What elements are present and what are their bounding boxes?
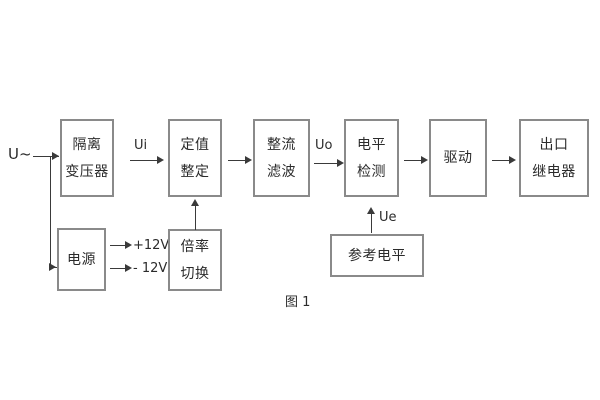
signal-label-ui: Ui <box>134 138 148 153</box>
block-setpoint-adjust: 定值 整定 <box>168 119 222 197</box>
block-isolation-transformer: 隔离 变压器 <box>60 119 114 197</box>
block-rectify-filter: 整流 滤波 <box>253 119 310 197</box>
block-line: 继电器 <box>532 163 576 180</box>
block-line: 倍率 <box>180 238 210 255</box>
block-line: 电平 <box>357 136 386 153</box>
block-level-detect: 电平 检测 <box>344 119 399 197</box>
connector-driver-to-relay <box>492 160 510 161</box>
connector-input-stub <box>33 156 50 157</box>
connector-reference-to-level <box>371 213 372 233</box>
signal-label-uo: Uo <box>315 138 333 153</box>
arrowhead-rail-negative <box>125 263 132 272</box>
arrowhead-driver-to-relay <box>509 155 516 164</box>
input-label-u-ac: U~ <box>8 145 32 163</box>
block-line: 整流 <box>267 136 296 153</box>
connector-level-to-driver <box>404 160 422 161</box>
figure-caption: 图 1 <box>285 295 311 310</box>
arrowhead-transformer-to-setpoint <box>157 155 164 164</box>
arrowhead-input-to-power <box>49 262 56 271</box>
block-line: 出口 <box>539 136 569 153</box>
block-line: 隔离 <box>72 136 102 153</box>
block-line: 检测 <box>357 163 386 180</box>
block-power-supply: 电源 <box>57 228 106 291</box>
arrowhead-rectify-to-level <box>337 158 344 167</box>
connector-input-riser <box>50 156 51 267</box>
connector-setpoint-to-rectify <box>228 160 246 161</box>
block-line: 驱动 <box>443 150 473 166</box>
arrowhead-rail-positive <box>125 240 132 249</box>
signal-label-ue: Ue <box>379 210 397 225</box>
rail-label-negative: - 12V <box>133 261 168 276</box>
arrowhead-input-to-transformer <box>52 151 59 160</box>
arrowhead-reference-to-level <box>366 207 375 214</box>
connector-rectify-to-level <box>314 163 338 164</box>
arrowhead-setpoint-to-rectify <box>245 155 252 164</box>
block-line: 变压器 <box>65 163 109 180</box>
arrowhead-level-to-driver <box>421 155 428 164</box>
block-line: 参考电平 <box>348 247 406 264</box>
rail-label-positive: +12V <box>133 238 170 253</box>
connector-rail-positive <box>110 245 128 246</box>
connector-multiplier-to-setpoint <box>195 205 196 230</box>
block-driver: 驱动 <box>429 119 487 197</box>
arrowhead-multiplier-to-setpoint <box>190 199 199 206</box>
block-line: 切换 <box>180 265 210 282</box>
block-line: 定值 <box>180 136 210 153</box>
connector-transformer-to-setpoint <box>130 160 158 161</box>
block-output-relay: 出口 继电器 <box>519 119 589 197</box>
block-line: 整定 <box>180 163 210 180</box>
block-line: 滤波 <box>267 163 296 180</box>
connector-rail-negative <box>110 268 128 269</box>
block-multiplier-switch: 倍率 切换 <box>168 229 222 291</box>
block-line: 电源 <box>67 251 96 268</box>
block-reference-level: 参考电平 <box>330 234 424 277</box>
